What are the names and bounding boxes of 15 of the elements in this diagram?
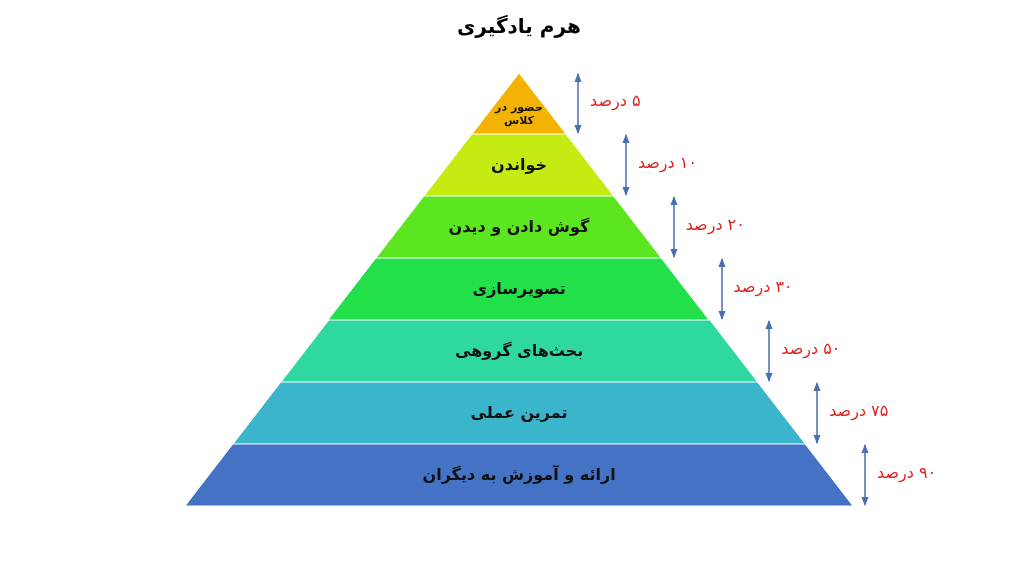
band-label: بحث‌های گروهی bbox=[455, 342, 584, 361]
band-label: تمرین عملی bbox=[470, 404, 568, 423]
percentage-label: ۲۰ درصد bbox=[685, 214, 745, 234]
title: هرم یادگیری bbox=[457, 14, 581, 38]
percentage-label: ۹۰ درصد bbox=[877, 462, 937, 482]
percentage-label: ۳۰ درصد bbox=[733, 276, 793, 296]
percentage-label: ۷۵ درصد bbox=[829, 400, 889, 420]
percentage-label: ۵۰ درصد bbox=[781, 338, 841, 358]
percentage-label: ۵ درصد bbox=[590, 91, 641, 110]
band-label: خواندن bbox=[491, 156, 547, 175]
band-label: ارائه و آموزش به دیگران bbox=[422, 466, 616, 485]
band-label: حضور در کلاس bbox=[495, 102, 543, 128]
percentage-label: ۱۰ درصد bbox=[637, 152, 697, 172]
band-label: گوش دادن و دیدن bbox=[448, 218, 590, 237]
band-label: تصویرسازی bbox=[472, 280, 566, 299]
